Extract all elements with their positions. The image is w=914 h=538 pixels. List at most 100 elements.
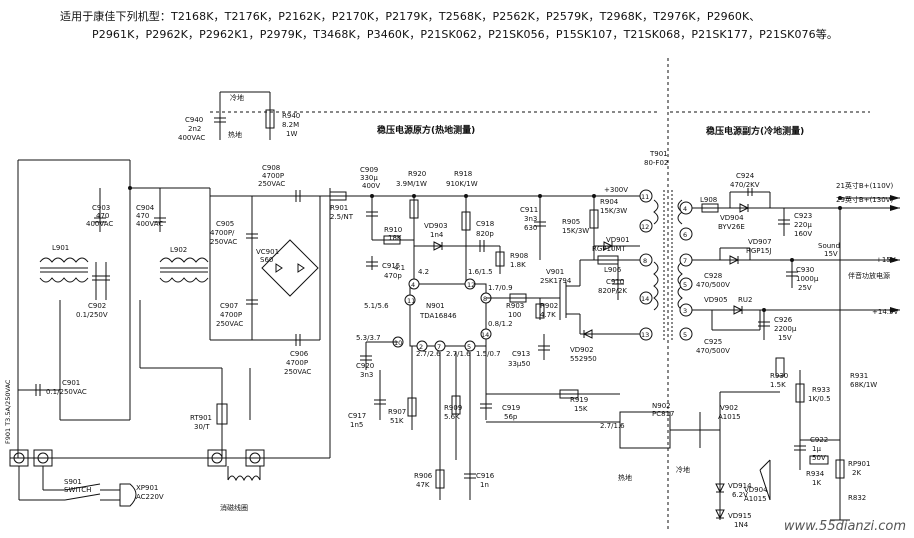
c922-label: C922	[810, 436, 828, 444]
v902-label: V902	[720, 404, 738, 412]
svg-text:4700P: 4700P	[286, 359, 308, 367]
c904-label: C904	[136, 204, 155, 212]
svg-text:250VAC: 250VAC	[216, 320, 243, 328]
c930-label: C930	[796, 266, 814, 274]
svg-text:820P/2K: 820P/2K	[598, 287, 627, 295]
svg-text:5: 5	[683, 331, 687, 339]
vd903-label: VD903	[424, 222, 448, 230]
svg-text:68K/1W: 68K/1W	[850, 381, 877, 389]
svg-text:5: 5	[683, 281, 687, 289]
voltage-pin14: 0.8/1.2	[488, 320, 513, 328]
svg-text:80-F02: 80-F02	[644, 159, 668, 167]
svg-text:1000μ: 1000μ	[796, 275, 819, 283]
svg-text:TDA16846: TDA16846	[419, 312, 457, 320]
r918-label: R918	[454, 170, 472, 178]
svg-text:220μ: 220μ	[794, 221, 812, 229]
svg-text:S60: S60	[260, 256, 273, 264]
svg-text:3n3: 3n3	[360, 371, 373, 379]
svg-text:15V: 15V	[824, 250, 838, 258]
r931-label: R931	[850, 372, 868, 380]
svg-text:33μ50: 33μ50	[508, 360, 530, 368]
l906-label: L906	[604, 266, 622, 274]
svg-text:400VAC: 400VAC	[136, 220, 163, 228]
svg-text:470/2KV: 470/2KV	[730, 181, 760, 189]
svg-text:470/500V: 470/500V	[696, 281, 730, 289]
svg-text:RGP15J: RGP15J	[746, 247, 771, 255]
svg-text:14: 14	[641, 295, 649, 303]
svg-text:1N4: 1N4	[734, 521, 749, 529]
svg-text:0.1/250VAC: 0.1/250VAC	[46, 388, 87, 396]
svg-text:400VAC: 400VAC	[86, 220, 113, 228]
svg-text:1μ: 1μ	[812, 445, 821, 453]
header-line-1: 适用于康佳下列机型：T2168K，T2176K，P2162K，P2170K，P2…	[60, 10, 761, 23]
voltage-pin5: 1.5/0.7	[476, 350, 501, 358]
cold-ground-label: 冷地	[230, 93, 244, 102]
svg-text:4: 4	[683, 205, 687, 213]
s901-label: S901	[64, 478, 82, 486]
r901-label: R901	[330, 204, 348, 212]
svg-text:1n5: 1n5	[350, 421, 363, 429]
svg-text:2SK1794: 2SK1794	[540, 277, 572, 285]
c903-label: C903	[92, 204, 110, 212]
output-b-29: 29英寸B+(130V)	[836, 195, 893, 204]
svg-text:RGP10MT: RGP10MT	[592, 245, 626, 253]
r910-label: R910	[384, 226, 402, 234]
rp901-label: RP901	[848, 460, 870, 468]
svg-text:15K: 15K	[574, 405, 588, 413]
svg-text:50V: 50V	[812, 454, 826, 462]
vd914-label: VD914	[728, 482, 752, 490]
svg-text:A1015: A1015	[718, 413, 741, 421]
r903-label: R903	[506, 302, 524, 310]
voltage-pin8: 1.7/0.9	[488, 284, 513, 292]
svg-text:400VAC: 400VAC	[178, 134, 205, 142]
svg-text:1W: 1W	[286, 130, 297, 138]
svg-text:15K/3W: 15K/3W	[600, 207, 627, 215]
svg-text:14: 14	[481, 331, 489, 339]
svg-text:1n4: 1n4	[430, 231, 444, 239]
svg-text:1.8K: 1.8K	[510, 261, 526, 269]
svg-text:250VAC: 250VAC	[258, 180, 285, 188]
svg-text:1K/0.5: 1K/0.5	[808, 395, 831, 403]
cold-ground-note: 冷地	[676, 465, 690, 474]
f901-label: F901 T3.5A/250VAC	[4, 379, 12, 444]
vd905-label: VD905	[704, 296, 728, 304]
svg-text:160V: 160V	[794, 230, 812, 238]
r902-label: R902	[540, 302, 558, 310]
vc901-label: VC901	[256, 248, 279, 256]
svg-text:3n3: 3n3	[524, 215, 537, 223]
svg-text:4: 4	[411, 281, 415, 289]
r904-label: R904	[600, 198, 619, 206]
c909-label: C909	[360, 166, 378, 174]
svg-text:1n: 1n	[480, 481, 489, 489]
xp901-label: XP901	[136, 484, 158, 492]
svg-text:7: 7	[437, 343, 441, 351]
secondary-section-title: 稳压电源副方(冷地测量)	[706, 125, 804, 137]
svg-text:400V: 400V	[362, 182, 380, 190]
voltage-pin6: 2.7/1.6	[446, 350, 471, 358]
svg-text:12: 12	[467, 281, 475, 289]
voltage-pin12: 1.6/1.5	[468, 268, 493, 276]
svg-text:51K: 51K	[390, 417, 404, 425]
svg-text:13: 13	[641, 331, 649, 339]
svg-text:7: 7	[683, 257, 687, 265]
svg-text:10: 10	[394, 339, 402, 347]
r909-label: R909	[444, 404, 462, 412]
svg-text:552950: 552950	[570, 355, 597, 363]
r920-label: R920	[408, 170, 426, 178]
output-300v: +300V	[604, 186, 628, 194]
output-14-5v: +14.5V	[872, 308, 898, 316]
primary-section-title: 稳压电源原方(热地测量)	[377, 124, 475, 136]
hot-ground-label: 热地	[228, 130, 242, 139]
r908-label: R908	[510, 252, 528, 260]
vd915-label: VD915	[728, 512, 752, 520]
svg-text:18K: 18K	[388, 234, 402, 242]
c928-label: C928	[704, 272, 722, 280]
c917-label: C917	[348, 412, 366, 420]
r933-label: R933	[812, 386, 830, 394]
c926-label: C926	[774, 316, 793, 324]
svg-text:250VAC: 250VAC	[210, 238, 237, 246]
svg-text:470: 470	[96, 212, 109, 220]
voltage-pin11: 4.2	[418, 268, 429, 276]
c905-label: C905	[216, 220, 234, 228]
